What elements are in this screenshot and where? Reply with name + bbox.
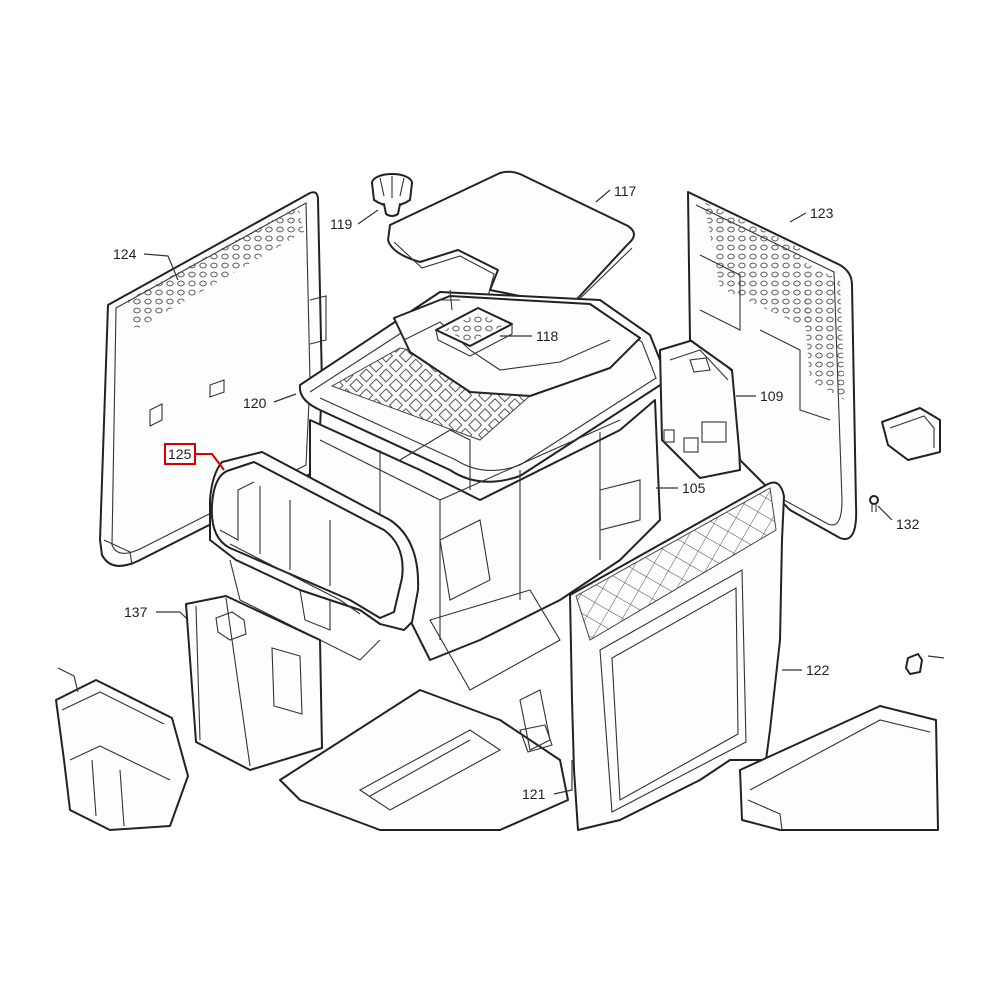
knob-119 xyxy=(371,173,413,217)
grille-plate-118 xyxy=(435,307,513,357)
label-122[interactable]: 122 xyxy=(806,662,830,678)
leader-121 xyxy=(553,760,573,795)
bracket-right xyxy=(881,407,941,461)
base-121 xyxy=(279,689,569,831)
leader-bolt xyxy=(927,655,945,659)
label-119[interactable]: 119 xyxy=(330,216,353,232)
door-137 xyxy=(185,595,323,771)
tank-lid-117 xyxy=(387,170,635,313)
screw-132 xyxy=(869,495,879,512)
label-132[interactable]: 132 xyxy=(896,516,920,532)
leader-123 xyxy=(789,212,807,223)
label-105[interactable]: 105 xyxy=(682,480,706,496)
label-125[interactable]: 125 xyxy=(168,446,192,462)
bucket-left xyxy=(55,679,189,831)
highlight-leader-125 xyxy=(195,453,225,471)
label-137[interactable]: 137 xyxy=(124,604,148,620)
front-panel-122 xyxy=(569,481,785,831)
leader-120 xyxy=(273,393,297,403)
label-121[interactable]: 121 xyxy=(522,786,546,802)
front-housing-125 xyxy=(209,451,420,661)
leader-124 xyxy=(143,253,179,281)
label-118[interactable]: 118 xyxy=(536,328,559,344)
bolt-right xyxy=(905,653,923,675)
leader-137 xyxy=(156,611,189,621)
label-109[interactable]: 109 xyxy=(760,388,784,404)
leader-117 xyxy=(595,189,611,203)
tray-right xyxy=(739,705,939,831)
leader-bucket xyxy=(57,667,79,693)
label-123[interactable]: 123 xyxy=(810,205,834,221)
label-120[interactable]: 120 xyxy=(243,395,267,411)
leader-132 xyxy=(877,505,893,521)
leader-119 xyxy=(357,209,379,225)
label-124[interactable]: 124 xyxy=(113,246,137,262)
label-117[interactable]: 117 xyxy=(614,183,637,199)
